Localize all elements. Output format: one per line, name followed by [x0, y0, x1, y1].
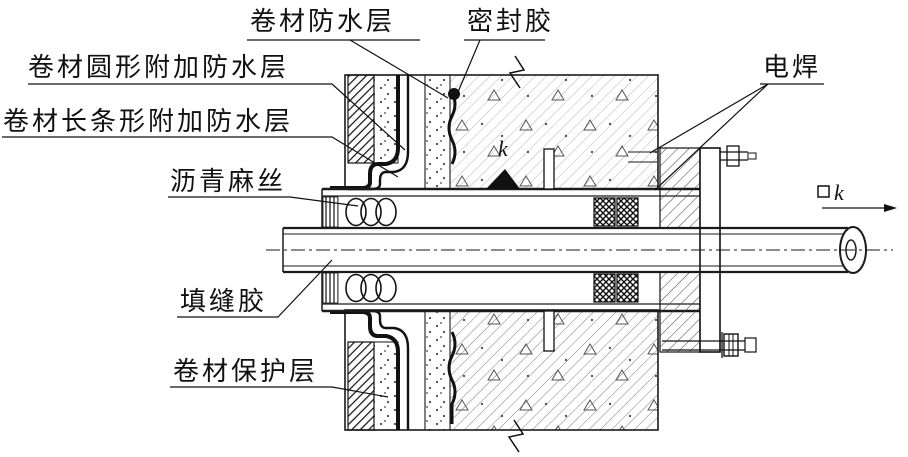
weld-symbol-right: k [817, 180, 897, 212]
weld-fillet-icon [486, 169, 520, 189]
membrane-protection-layer-top [347, 74, 399, 164]
label-asphalt-hemp: 沥青麻丝 [170, 167, 286, 196]
label-circular-additional: 卷材圆形附加防水层 [28, 53, 289, 82]
label-membrane-protection: 卷材保护层 [173, 357, 318, 386]
label-membrane-waterproof: 卷材防水层 [250, 7, 395, 36]
asphalt-hemp-coils [345, 197, 397, 303]
weld-square-icon [817, 185, 830, 198]
joint-filler-caulk [322, 196, 339, 304]
membrane-waterproof-line [447, 88, 460, 424]
weld-size-right: k [834, 180, 845, 205]
label-electric-weld: 电焊 [763, 53, 821, 82]
label-joint-filler: 填缝胶 [180, 287, 267, 316]
bolt-bottom [662, 332, 757, 358]
bolt-top [720, 145, 757, 167]
arrow-icon [884, 204, 897, 212]
anchor-rib-plates [543, 148, 555, 352]
pipe [266, 226, 893, 274]
membrane-protection-layer-bottom [347, 341, 399, 431]
concrete-wall-top [344, 74, 659, 190]
welded-collar [659, 147, 701, 353]
sealant-bead [448, 88, 460, 100]
callout-labels: 卷材防水层 密封胶 卷材圆形附加防水层 卷材长条形附加防水层 沥青麻丝 电焊 填… [3, 7, 821, 386]
label-sealant: 密封胶 [467, 7, 554, 36]
weld-symbol-top: k [486, 136, 520, 189]
leader-lines [2, 39, 824, 398]
sealing-ring-blocks [593, 197, 639, 303]
label-strip-additional: 卷材长条形附加防水层 [3, 107, 293, 136]
break-marks [507, 55, 526, 453]
weld-size-top: k [498, 136, 509, 161]
